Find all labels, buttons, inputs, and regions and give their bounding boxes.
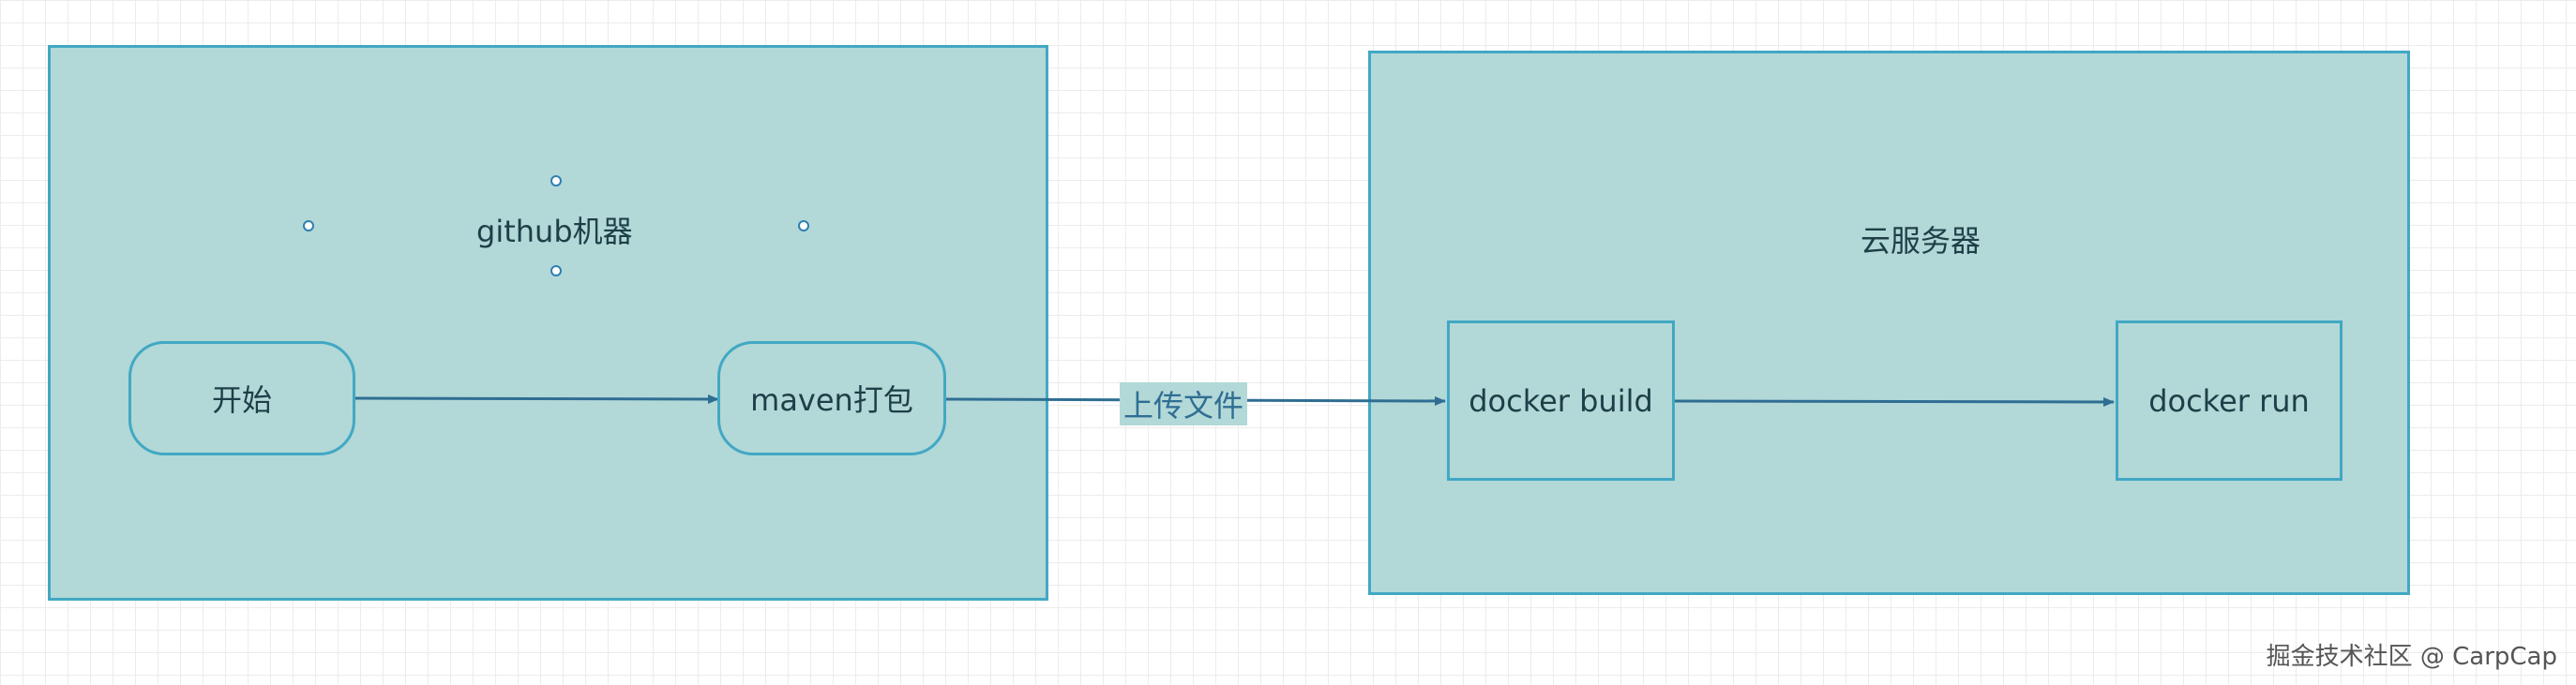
edge-docker-build-to-docker-run[interactable] xyxy=(1674,396,2115,407)
selection-handle-left[interactable] xyxy=(303,220,314,231)
watermark: 掘金技术社区 @ CarpCap xyxy=(2266,643,2557,671)
node-start[interactable]: 开始 xyxy=(128,341,355,455)
github-machine-group[interactable] xyxy=(48,45,1048,601)
edge-label-upload[interactable]: 上传文件 xyxy=(1120,382,1248,425)
edge-start-to-maven[interactable] xyxy=(354,394,719,404)
node-maven-package[interactable]: maven打包 xyxy=(717,341,946,455)
selection-handle-top[interactable] xyxy=(550,175,562,186)
selection-handle-bottom[interactable] xyxy=(550,265,562,276)
node-docker-run[interactable]: docker run xyxy=(2116,320,2343,481)
cloud-server-label[interactable]: 云服务器 xyxy=(1860,223,1981,259)
selection-handle-right[interactable] xyxy=(798,220,809,231)
github-machine-label[interactable]: github机器 xyxy=(476,214,633,249)
node-docker-build[interactable]: docker build xyxy=(1447,320,1675,481)
